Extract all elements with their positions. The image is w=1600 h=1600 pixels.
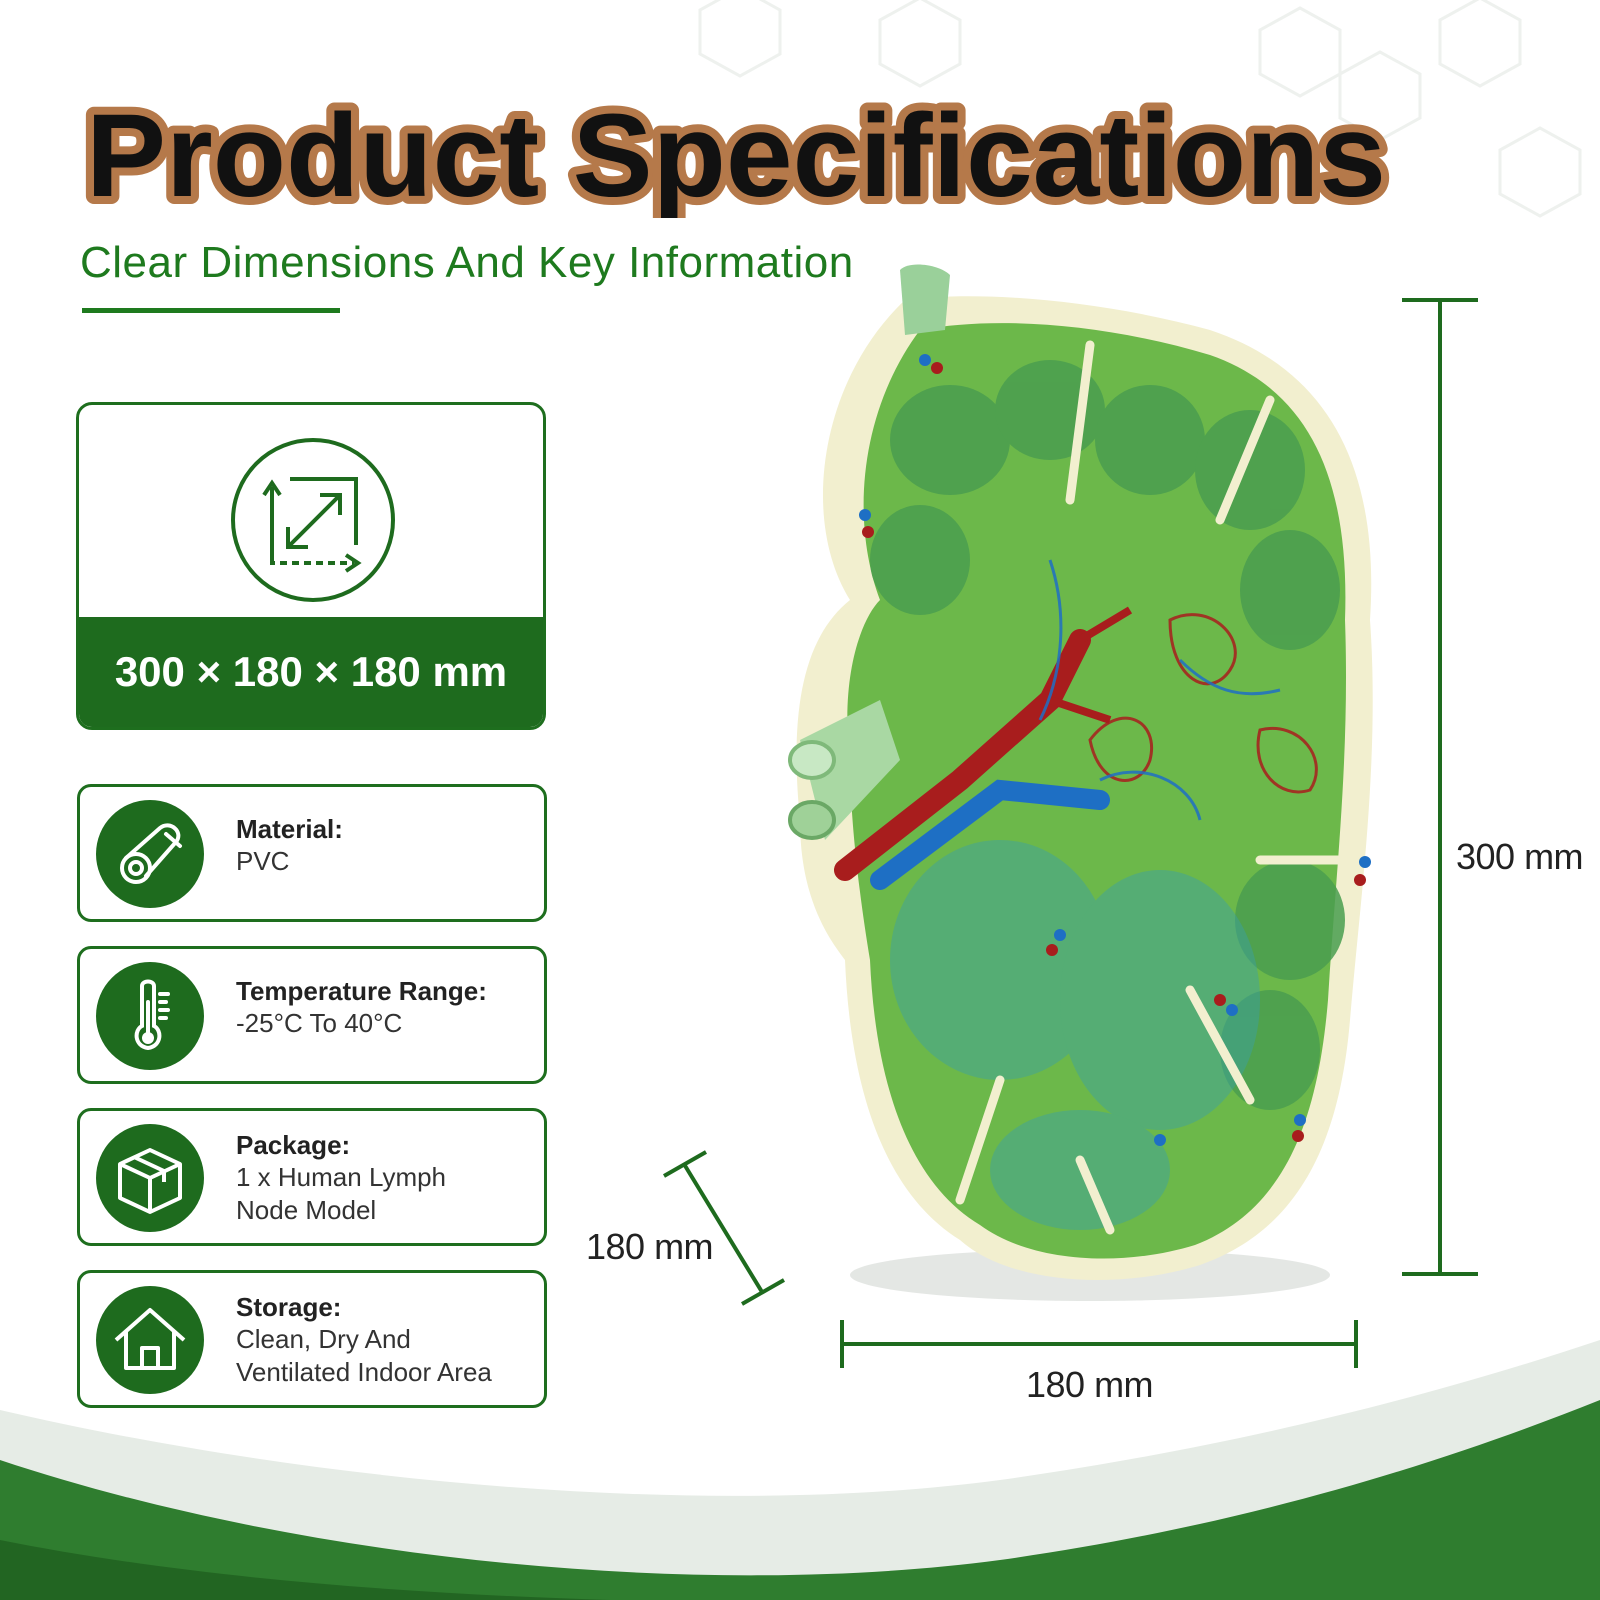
width-label: 180 mm	[1026, 1364, 1154, 1405]
spec-value-storage-line2: Ventilated Indoor Area	[236, 1357, 492, 1387]
spec-card-temperature: Temperature Range: -25°C To 40°C	[77, 946, 547, 1084]
spec-label-material: Material:	[236, 814, 343, 844]
page-subtitle: Clear Dimensions And Key Information	[80, 238, 854, 287]
height-dimension-line	[1402, 298, 1478, 1276]
spec-label-temperature: Temperature Range:	[236, 976, 487, 1006]
spec-value-temperature: -25°C To 40°C	[236, 1008, 403, 1038]
dimensions-card: 300 × 180 × 180 mm	[76, 402, 546, 730]
home-icon	[96, 1286, 204, 1394]
subtitle-underline	[82, 308, 340, 313]
thermometer-icon	[96, 962, 204, 1070]
depth-label: 180 mm	[586, 1226, 714, 1267]
page-title-text: Product Specifications	[86, 90, 1386, 218]
package-box-icon	[96, 1124, 204, 1232]
spec-card-material: Material: PVC	[77, 784, 547, 922]
resize-icon	[231, 438, 395, 602]
spec-value-package-line2: Node Model	[236, 1195, 377, 1225]
spec-card-storage: Storage: Clean, Dry And Ventilated Indoo…	[77, 1270, 547, 1408]
dimensions-value: 300 × 180 × 180 mm	[79, 617, 543, 727]
spec-value-package-line1: 1 x Human Lymph	[236, 1162, 447, 1192]
width-dimension-line	[840, 1320, 1358, 1368]
height-label: 300 mm	[1456, 836, 1584, 877]
spec-label-package: Package:	[236, 1130, 351, 1160]
spec-card-package: Package: 1 x Human Lymph Node Model	[77, 1108, 547, 1246]
spec-value-storage-line1: Clean, Dry And	[236, 1324, 411, 1354]
spec-value-material: PVC	[236, 846, 290, 876]
depth-dimension-line	[663, 1150, 785, 1306]
material-roll-icon	[96, 800, 204, 908]
spec-label-storage: Storage:	[236, 1292, 342, 1322]
page-title: Product Specifications	[78, 88, 1394, 218]
